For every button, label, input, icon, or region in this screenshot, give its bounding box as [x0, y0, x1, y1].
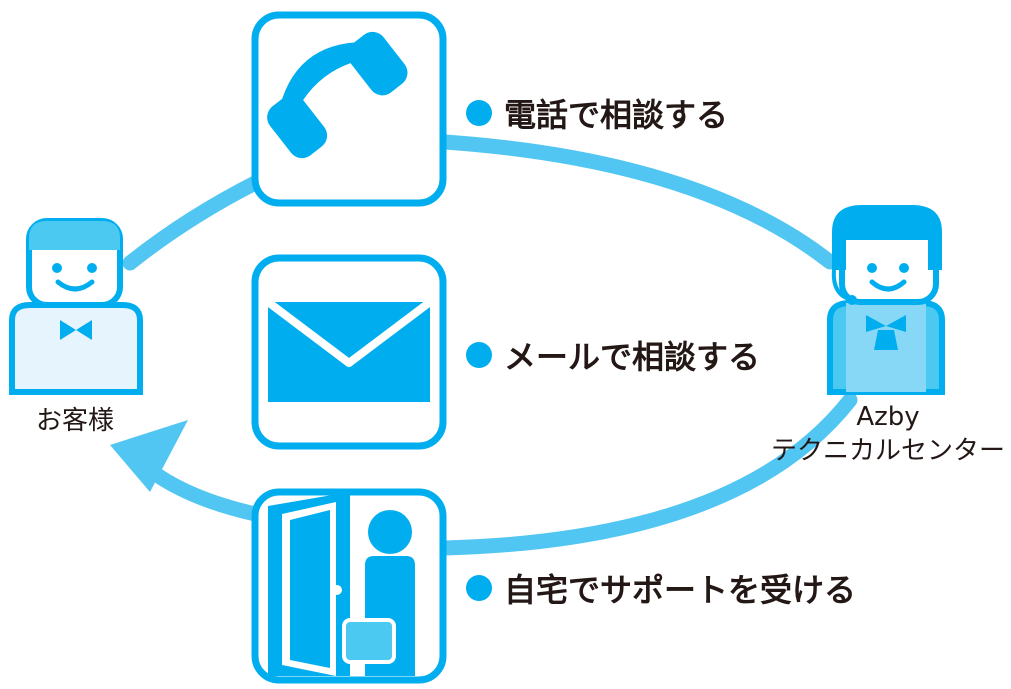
option-mail-text: メールで相談する	[504, 338, 761, 376]
customer-person-icon	[9, 218, 143, 395]
center-label: Azby テクニカルセンター	[770, 400, 1006, 468]
option-phone-text: 電話で相談する	[504, 96, 729, 134]
flow-ring	[122, 134, 858, 556]
ring-arc-top	[122, 134, 838, 271]
center-label-line1: Azby	[856, 402, 920, 432]
option-home-visit-label: 自宅でサポートを受ける	[466, 565, 856, 611]
bullet-dot-icon	[466, 342, 492, 368]
option-home-visit-text: 自宅でサポートを受ける	[504, 571, 857, 609]
home-visit-door-icon	[268, 492, 415, 676]
center-label-line2: テクニカルセンター	[770, 436, 1005, 466]
arrow-head-icon	[110, 420, 188, 492]
support-operator-headset-icon	[827, 205, 945, 395]
bullet-dot-icon	[466, 575, 492, 601]
mail-card	[251, 254, 447, 450]
home-visit-card	[251, 488, 447, 684]
customer-label: お客様	[28, 404, 122, 438]
ring-arc-bottom	[142, 392, 858, 556]
telephone-handset-icon	[267, 31, 408, 159]
envelope-icon	[265, 298, 433, 402]
option-phone-label: 電話で相談する	[466, 90, 728, 136]
phone-card	[251, 11, 447, 207]
customer-label-text: お客様	[35, 406, 114, 436]
bullet-dot-icon	[466, 100, 492, 126]
option-mail-label: メールで相談する	[466, 332, 760, 378]
